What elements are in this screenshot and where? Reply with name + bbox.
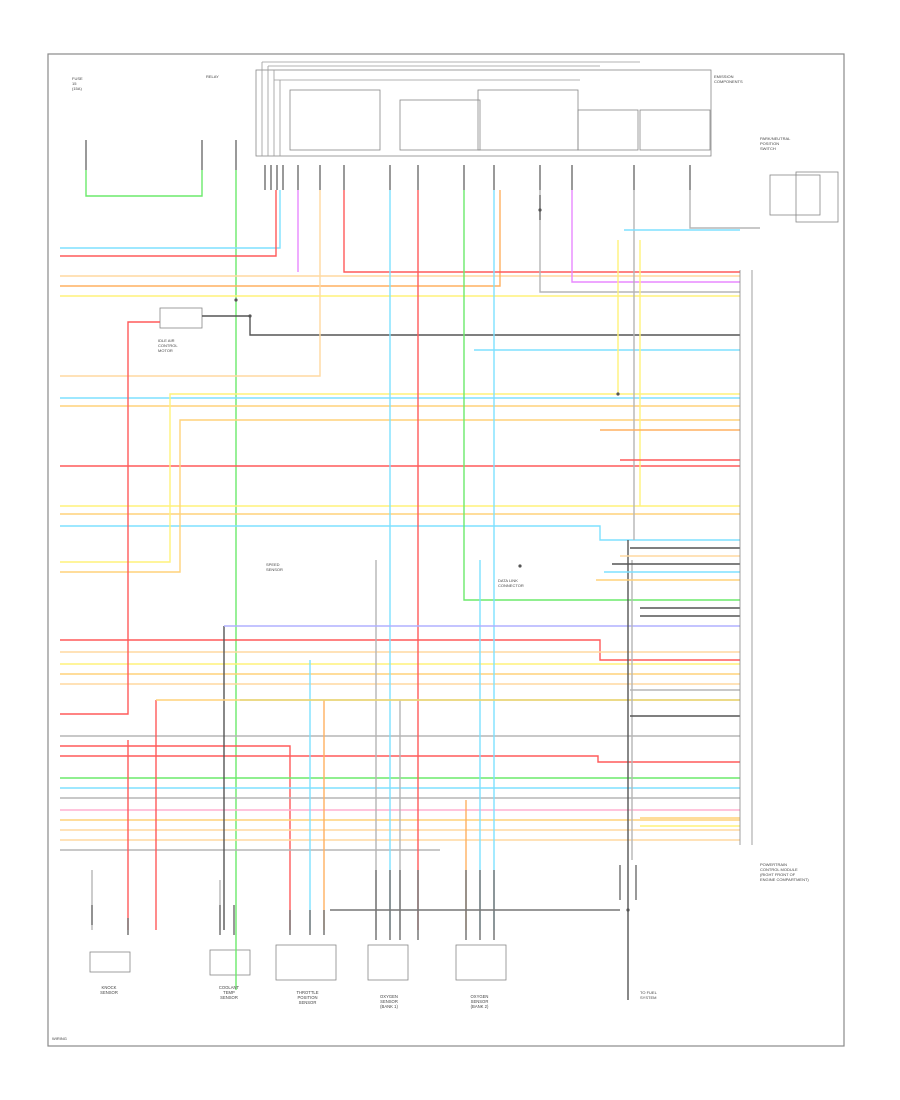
colored-wires: [60, 170, 760, 1000]
fuel-system-label: TO FUEL SYSTEM: [640, 990, 657, 1000]
footer-label: WIRING: [52, 1036, 67, 1041]
pcm-title-label: POWERTRAIN CONTROL MODULE (RIGHT FRONT O…: [760, 862, 809, 882]
throttle-position-label: THROTTLE POSITION SENSOR: [296, 990, 319, 1005]
emission-components-label: EMISSION COMPONENTS: [714, 74, 743, 84]
sensor-pins: [91, 195, 637, 980]
diagram-frame: [47, 53, 845, 1047]
pcm-pin-column: [739, 270, 753, 845]
fuse-label: FUSE 15 (15A): [72, 76, 83, 91]
park-neutral-label: PARK/NEUTRAL POSITION SWITCH: [760, 136, 791, 151]
oxygen-bank1-label: OXYGEN SENSOR (BANK 1): [380, 994, 398, 1009]
top-bus-lines: [261, 61, 640, 156]
coolant-temp-label: COOLANT TEMP SENSOR: [218, 985, 240, 1000]
top-connector-pins: [85, 140, 691, 190]
data-link-label: DATA LINK CONNECTOR: [498, 578, 524, 588]
top-component-boxes: [89, 69, 839, 981]
speed-sensor-label: SPEED SENSOR: [266, 562, 283, 572]
relay-label: RELAY: [206, 74, 219, 79]
oxygen-bank2-label: OXYGEN SENSOR (BANK 2): [470, 994, 489, 1009]
idle-air-label: IDLE AIR CONTROL MOTOR: [158, 338, 178, 353]
junction-dots: [234, 208, 630, 912]
knock-sensor-label: KNOCK SENSOR: [100, 985, 118, 995]
